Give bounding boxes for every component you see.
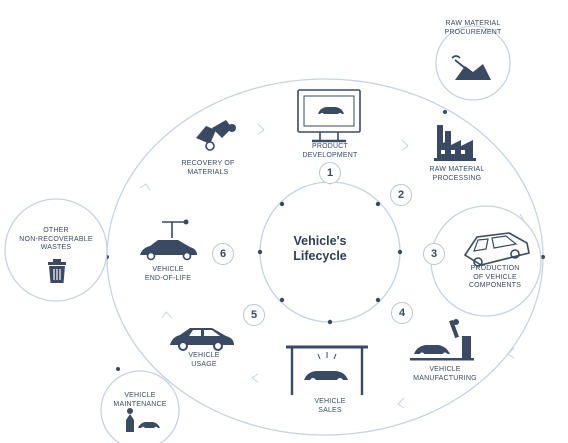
stage-3-label-line2: OF VEHICLE <box>473 273 517 281</box>
stage-5-number: 5 <box>243 304 265 326</box>
maintenance-label-line2: MAINTENANCE <box>113 400 167 408</box>
procurement-label-line2: PROCUREMENT <box>444 28 502 36</box>
wastes-circle <box>4 198 108 302</box>
wastes-label-line2: NON-RECOVERABLE <box>19 235 93 243</box>
inner-ring-dots <box>257 179 403 325</box>
stage-5-label-line2: SALES <box>318 406 342 414</box>
procurement-circle <box>435 25 511 101</box>
stage-6-label-line2: END-OF-LIFE <box>144 274 192 282</box>
stage-2-label: RAW MATERIAL PROCESSING <box>417 166 497 183</box>
mining-icon <box>451 55 491 80</box>
wastes-label-line1: OTHER <box>43 227 69 234</box>
trash-bin-icon <box>48 259 66 283</box>
robot-arm-icon <box>410 319 474 361</box>
monitor-icon <box>297 89 361 143</box>
stage-3-label-line3: COMPONENTS <box>468 282 522 289</box>
stage-2-number: 2 <box>390 184 412 206</box>
stage-2-label-line1: RAW MATERIAL <box>429 166 485 173</box>
center-title: Vehicle's Lifecycle <box>270 234 370 264</box>
car-parts-icon <box>196 120 236 151</box>
car-body-icon <box>463 232 530 267</box>
stage-3-label-line1: PRODUCTION <box>470 265 520 272</box>
recovery-label-line2: MATERIALS <box>187 168 229 176</box>
stage-6-number: 6 <box>212 243 234 265</box>
mechanic-icon <box>126 408 160 432</box>
components-circle <box>430 205 542 317</box>
stage-1-number: 1 <box>319 162 341 184</box>
stage-4-label-line1: VEHICLE <box>429 366 461 373</box>
factory-icon <box>434 125 476 161</box>
stage-6-label: VEHICLE END-OF-LIFE <box>128 266 208 283</box>
wastes-label: OTHER NON-RECOVERABLE WASTES <box>6 227 106 253</box>
showroom-icon <box>286 345 368 395</box>
wastes-label-line3: WASTES <box>40 244 72 251</box>
stage-5-label-line1: VEHICLE <box>314 398 346 405</box>
stage-4-label: VEHICLE MANUFACTURING <box>405 366 485 383</box>
usage-label: VEHICLE USAGE <box>164 352 244 369</box>
stage-1-label-line1: PRODUCT <box>311 143 348 150</box>
stage-4-number: 4 <box>391 302 413 324</box>
stage-3-number: 3 <box>423 243 445 265</box>
recovery-label-line1: RECOVERY OF <box>181 160 235 167</box>
maintenance-label: VEHICLE MAINTENANCE <box>100 392 180 409</box>
procurement-label: RAW MATERIAL PROCUREMENT <box>433 20 513 37</box>
stage-6-label-line1: VEHICLE <box>152 266 184 273</box>
car-icon <box>170 328 234 351</box>
stage-5-label: VEHICLE SALES <box>290 398 370 415</box>
center-title-line2: Lifecycle <box>293 249 347 263</box>
car-lift-icon <box>140 219 197 261</box>
center-title-line1: Vehicle's <box>293 234 347 248</box>
stage-1-label: PRODUCT DEVELOPMENT <box>290 143 370 160</box>
stage-2-label-line2: PROCESSING <box>432 174 482 182</box>
stage-1-label-line2: DEVELOPMENT <box>302 151 358 159</box>
stage-3-label: PRODUCTION OF VEHICLE COMPONENTS <box>456 265 534 291</box>
maintenance-circle <box>100 370 180 443</box>
usage-label-line2: USAGE <box>191 360 217 368</box>
stage-4-label-line2: MANUFACTURING <box>413 374 477 382</box>
usage-label-line1: VEHICLE <box>188 352 220 359</box>
maintenance-label-line1: VEHICLE <box>124 392 156 399</box>
recovery-label: RECOVERY OF MATERIALS <box>168 160 248 177</box>
procurement-label-line1: RAW MATERIAL <box>445 20 501 27</box>
